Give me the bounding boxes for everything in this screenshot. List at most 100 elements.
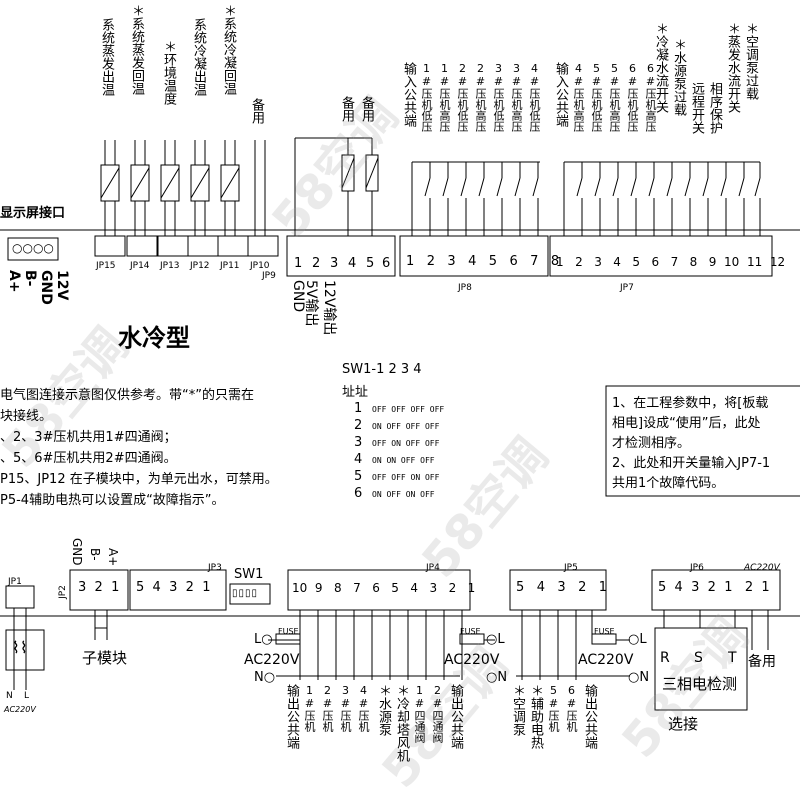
jp2-label: JP2 (57, 585, 68, 599)
jp3-label: JP3 (208, 563, 222, 573)
jp1-n-label: N (6, 691, 13, 701)
jp9-spare-1: 备用 (339, 96, 354, 122)
jp7-label: ＊冷凝水流开关 (653, 22, 668, 113)
jp2-gnd: GND (70, 538, 84, 566)
jp9-pin: 2 (312, 256, 321, 271)
jp7-label: 远程开关 (689, 82, 704, 134)
jp9-pin: 6 (382, 256, 391, 271)
jp1-l-label: L (24, 691, 30, 701)
jp4-output-label: 输出公共端 (448, 684, 463, 749)
transformer-icon: ⌇⌇ (12, 638, 28, 657)
right-note-line: 1、在工程参数中，将[板载 (612, 396, 769, 411)
right-note-line: 才检测相序。 (612, 436, 691, 451)
n-terminal: ○N (486, 670, 508, 685)
sw-addr: 6 (354, 486, 363, 501)
jp8-label: 输入公共端 (401, 62, 416, 127)
jp8-label: 2#压机低压 (456, 62, 469, 132)
jp7-label: 5#压机低压 (590, 62, 603, 132)
jp9-label: JP9 (262, 271, 276, 281)
submodule-label: 子模块 (82, 649, 128, 667)
right-note-line: 相电]设成“使用”后，此处 (612, 416, 761, 431)
jp4-output-label: ＊水源泵 (376, 684, 391, 736)
jp3-pins: 5 4 3 2 1 (136, 580, 211, 595)
sw-table-addr-label: 址址 (342, 385, 369, 400)
jp4-output-label: 4#压机 (357, 684, 370, 732)
sensor-label-ambient: ＊环境温度 (161, 40, 176, 105)
jp2-b: B- (88, 548, 102, 561)
jp6-label: JP6 (690, 563, 704, 573)
sw-row: ON ON OFF OFF (372, 456, 435, 465)
sensor-label-evap-out: 系统蒸发出温 (99, 18, 114, 96)
jp7-name: JP7 (620, 283, 634, 293)
ac-right-label: AC220V (578, 652, 634, 668)
note-line: 、5、6#压机共用2#四通阀。 (0, 451, 177, 466)
sw-table-header: SW1-1 2 3 4 (342, 362, 422, 377)
display-pin-b: B- (22, 270, 38, 287)
jp4-output-label: 1#四通阀 (413, 684, 426, 743)
ac-left-label: AC220V (244, 652, 300, 668)
jp9-pin: 1 (294, 256, 303, 271)
display-pin-gnd: GND (38, 270, 54, 305)
right-note-line: 共用1个故障代码。 (612, 476, 725, 491)
jp7-label: 4#压机高压 (572, 62, 585, 132)
sw1-label: SW1 (234, 567, 264, 582)
jp2-a: A+ (106, 548, 120, 567)
jp10-label: JP10 (250, 261, 270, 271)
jp7-label: 输入公共端 (553, 62, 568, 127)
sensor-label-cond-out: 系统冷凝出温 (191, 18, 206, 96)
jp8-pins: 1 2 3 4 5 6 7 8 (406, 254, 560, 269)
sw-addr: 3 (354, 435, 363, 450)
jp6-pins: 5 4 3 2 1 2 1 (658, 580, 770, 595)
fuse-label: FUSE (594, 627, 615, 636)
jp6-ac-label: AC220V (744, 563, 780, 573)
note-line: P5-4辅助电热可以设置成“故障指示”。 (0, 493, 225, 508)
jp12-label: JP12 (190, 261, 210, 271)
jp5-output-label: 5#压机 (547, 684, 560, 732)
jp4-output-label: 2#压机 (321, 684, 334, 732)
display-port-pins-icon: ○○○○ (12, 241, 54, 255)
jp5-label: JP5 (564, 563, 578, 573)
display-port-label: 显示屏接口 (0, 206, 66, 221)
phase-detect-label: 三相电检测 (662, 675, 738, 693)
jp8-label: 2#压机高压 (474, 62, 487, 132)
jp7-label: 6#压机高压 (644, 62, 657, 132)
note-line: 、2、3#压机共用1#四通阀； (0, 430, 177, 445)
jp7-label: ＊水源泵过载 (671, 38, 686, 116)
note-line: 电气图连接示意图仅供参考。带“*”的只需在 (0, 388, 254, 403)
jp8-label: 1#压机低压 (420, 62, 433, 132)
jp9-12v-label: 12V输出 (321, 280, 337, 336)
jp5-pins: 5 4 3 2 1 (516, 580, 608, 595)
sw-row: OFF ON OFF OFF (372, 439, 440, 448)
fuse-label: FUSE (278, 627, 299, 636)
jp1-ac-label: AC220V (4, 705, 36, 714)
l-terminal: L○ (254, 632, 273, 647)
jp9-5v-label: 5V输出 (303, 280, 319, 327)
n-terminal: ○N (628, 670, 650, 685)
jp5-output-label: 输出公共端 (582, 684, 597, 749)
phase-r: R (660, 650, 670, 666)
jp7-label: 相序保护 (707, 82, 722, 134)
jp5-output-label: ＊辅助电热 (528, 684, 543, 749)
sw-row: ON OFF OFF OFF (372, 422, 440, 431)
sensor-label-evap-return: ＊系统蒸发回温 (129, 4, 144, 95)
sw-row: ON OFF ON OFF (372, 490, 435, 499)
jp8-label: 3#压机高压 (510, 62, 523, 132)
display-pin-12v: 12V (54, 270, 70, 301)
phase-t: T (728, 650, 737, 666)
display-pin-a: A+ (6, 270, 22, 293)
jp4-output-label: 2#四通阀 (431, 684, 444, 743)
phase-s: S (694, 650, 703, 666)
jp8-label: 1#压机高压 (438, 62, 451, 132)
jp4-output-label: 3#压机 (339, 684, 352, 732)
sw1-dip-icon: ▯▯▯▯ (232, 588, 259, 599)
jp7-label: ＊蒸发水流开关 (725, 22, 740, 113)
jp9-pin: 3 (330, 256, 339, 271)
jp6-spare-label: 备用 (748, 654, 776, 670)
sw-addr: 1 (354, 401, 363, 416)
sw-row: OFF OFF ON OFF (372, 473, 440, 482)
sw-addr: 5 (354, 469, 363, 484)
right-note-line: 2、此处和开关量输入JP7-1 (612, 456, 771, 471)
jp9-spare-2: 备用 (359, 96, 374, 122)
jp4-pins: 10 9 8 7 6 5 4 3 2 1 (292, 581, 476, 595)
